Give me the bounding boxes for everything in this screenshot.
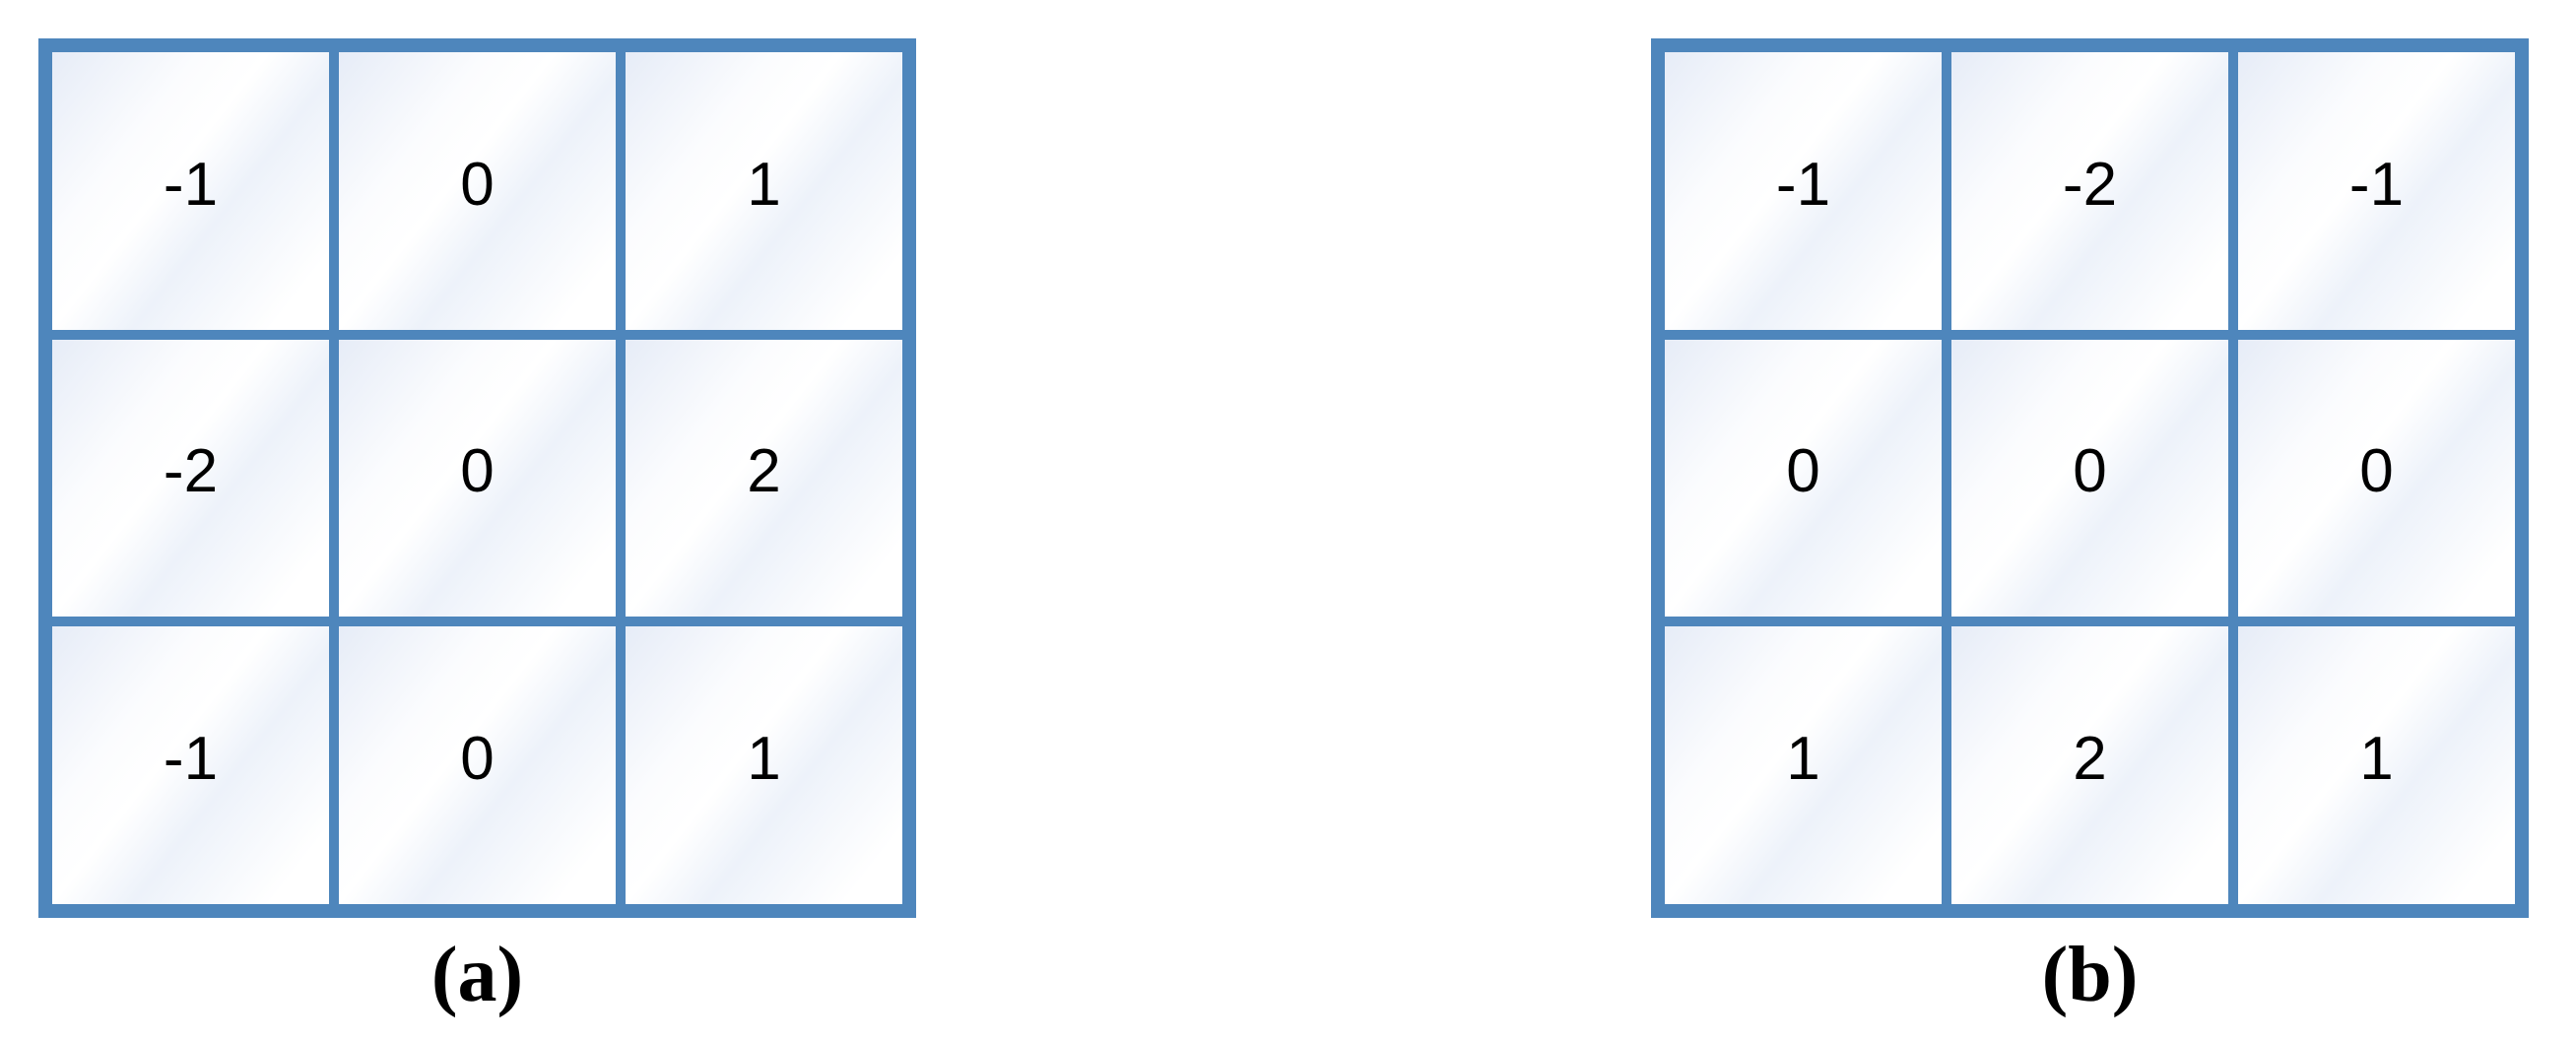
panel-b: -1 -2 -1 0 0 0 1 2 1 (b) [1651, 38, 2529, 1014]
kernel-value: 1 [747, 150, 781, 219]
kernel-value: 0 [1786, 437, 1820, 506]
kernel-grid-a: -1 0 1 -2 0 2 -1 0 1 [38, 38, 916, 918]
kernel-value: 0 [460, 437, 495, 506]
kernel-value: -2 [163, 437, 219, 506]
kernel-value: -1 [1775, 150, 1831, 219]
kernel-value: -1 [2348, 150, 2405, 219]
kernel-cell: -2 [52, 339, 329, 618]
kernel-cell: -1 [2238, 52, 2515, 330]
kernel-value: 1 [2359, 725, 2394, 794]
panel-label-b: (b) [2041, 932, 2139, 1018]
kernel-cell: 0 [339, 339, 616, 618]
kernel-value: 1 [747, 725, 781, 794]
kernel-cell: 1 [626, 626, 902, 904]
kernel-cell: 2 [1951, 626, 2228, 904]
kernel-cell: -2 [1951, 52, 2228, 330]
kernel-cell: 0 [1665, 339, 1942, 618]
kernel-value: -1 [163, 150, 219, 219]
kernel-cell: 0 [339, 626, 616, 904]
kernel-cell: 2 [626, 339, 902, 618]
panel-a: -1 0 1 -2 0 2 -1 0 1 (a) [38, 38, 916, 1014]
kernel-cell: 0 [339, 52, 616, 330]
kernel-value: 1 [1786, 725, 1820, 794]
kernel-cell: 0 [2238, 339, 2515, 618]
kernel-cell: -1 [52, 52, 329, 330]
kernel-value: 2 [2073, 725, 2107, 794]
kernel-value: 0 [460, 150, 495, 219]
kernel-value: -1 [163, 725, 219, 794]
kernel-cell: 1 [2238, 626, 2515, 904]
kernel-cell: 0 [1951, 339, 2228, 618]
kernel-grid-b: -1 -2 -1 0 0 0 1 2 1 [1651, 38, 2529, 918]
kernel-value: -2 [2062, 150, 2118, 219]
kernel-cell: -1 [1665, 52, 1942, 330]
kernel-cell: -1 [52, 626, 329, 904]
panel-label-a: (a) [430, 932, 524, 1018]
kernel-value: 0 [2359, 437, 2394, 506]
kernel-value: 0 [460, 725, 495, 794]
kernel-cell: 1 [1665, 626, 1942, 904]
kernel-value: 2 [747, 437, 781, 506]
kernel-value: 0 [2073, 437, 2107, 506]
kernel-cell: 1 [626, 52, 902, 330]
